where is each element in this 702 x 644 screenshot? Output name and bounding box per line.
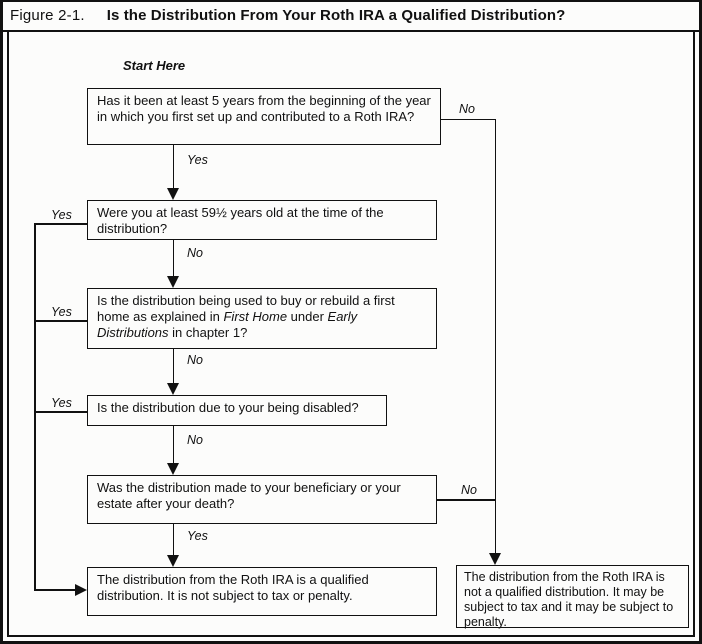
first-home-italic-1: First Home	[223, 309, 288, 324]
connector-q5-to-qualified	[172, 524, 174, 555]
label-no-right-q1: No	[459, 102, 475, 116]
question-box-beneficiary: Was the distribution made to your benefi…	[87, 475, 437, 524]
connector-q4-yes-horizontal	[34, 411, 88, 413]
result-box-not-qualified: The distribution from the Roth IRA is no…	[456, 565, 689, 629]
connector-q5-no-horizontal	[437, 499, 495, 501]
label-yes-left-q3: Yes	[51, 305, 72, 319]
first-home-text-1: Is the distribution being used to buy or…	[97, 293, 395, 324]
connector-q2-to-q3	[172, 240, 174, 276]
label-yes-left-q2: Yes	[51, 208, 72, 222]
connector-q4-to-q5	[172, 426, 174, 463]
connector-q1-no-horizontal	[441, 118, 495, 120]
connector-q3-yes-horizontal	[34, 320, 88, 322]
arrowhead-down-q2	[166, 188, 179, 200]
arrowhead-down-q3	[166, 276, 179, 288]
figure-title: Is the Distribution From Your Roth IRA a…	[106, 7, 566, 24]
connector-q1-to-q2	[172, 145, 174, 188]
start-here-label: Start Here	[123, 58, 186, 73]
result-box-qualified: The distribution from the Roth IRA is a …	[87, 567, 437, 616]
label-no-q4: No	[187, 433, 203, 447]
first-home-text-2: under	[287, 309, 328, 324]
label-no-q2: No	[187, 246, 203, 260]
first-home-text-3: in chapter 1?	[168, 325, 248, 340]
question-box-5-year-rule: Has it been at least 5 years from the be…	[87, 88, 441, 145]
question-box-age-59-half: Were you at least 59½ years old at the t…	[87, 200, 437, 240]
first-home-italic-2: Early Distributions	[97, 309, 358, 340]
connector-yes-vertical	[34, 223, 36, 590]
label-no-right-q5: No	[461, 483, 477, 497]
connector-yes-bottom-horizontal	[34, 589, 76, 591]
label-yes-q1: Yes	[187, 153, 208, 167]
flowchart-frame	[7, 30, 695, 637]
title-divider-line	[3, 30, 699, 32]
arrowhead-down-qualified	[166, 555, 179, 567]
connector-q3-to-q4	[172, 349, 174, 383]
figure-title-bar: Figure 2-1. Is the Distribution From Your…	[10, 7, 565, 24]
label-yes-left-q4: Yes	[51, 396, 72, 410]
connector-q2-yes-horizontal	[34, 223, 88, 225]
figure-number-label: Figure 2-1.	[10, 7, 85, 24]
label-no-q3: No	[187, 353, 203, 367]
arrowhead-right-qualified	[75, 583, 87, 596]
arrowhead-down-q5	[166, 463, 179, 475]
arrowhead-down-q4	[166, 383, 179, 395]
arrowhead-down-not-qualified	[488, 553, 501, 565]
question-box-disabled: Is the distribution due to your being di…	[87, 395, 387, 426]
question-box-first-home: Is the distribution being used to buy or…	[87, 288, 437, 349]
label-yes-q5: Yes	[187, 529, 208, 543]
connector-no-vertical	[494, 118, 496, 554]
